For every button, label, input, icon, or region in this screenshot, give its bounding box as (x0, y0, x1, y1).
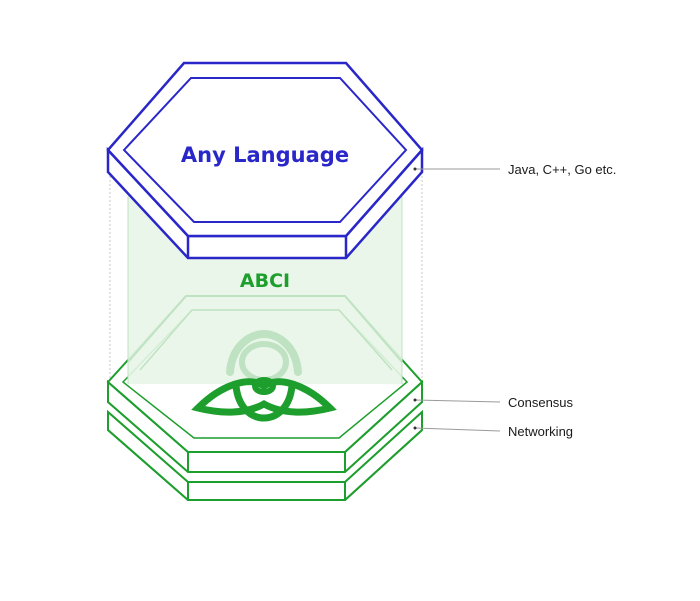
consensus-leader-dot (413, 398, 417, 402)
consensus-leader-line (414, 399, 501, 403)
callout-networking-text: Networking (508, 424, 573, 439)
tendermint-logo-icon (191, 329, 337, 422)
abci-label: ABCI (240, 270, 290, 292)
callout-leaders (414, 168, 501, 432)
callout-consensus-text: Consensus (508, 395, 574, 410)
language-leader-dot (413, 167, 417, 171)
networking-leader-line (414, 427, 501, 432)
language-layer (106, 61, 424, 260)
networking-leader-dot (413, 426, 417, 430)
any-language-label: Any Language (181, 143, 349, 167)
callout-language-text: Java, C++, Go etc. (508, 162, 616, 177)
consensus-faded-outline (127, 295, 403, 371)
